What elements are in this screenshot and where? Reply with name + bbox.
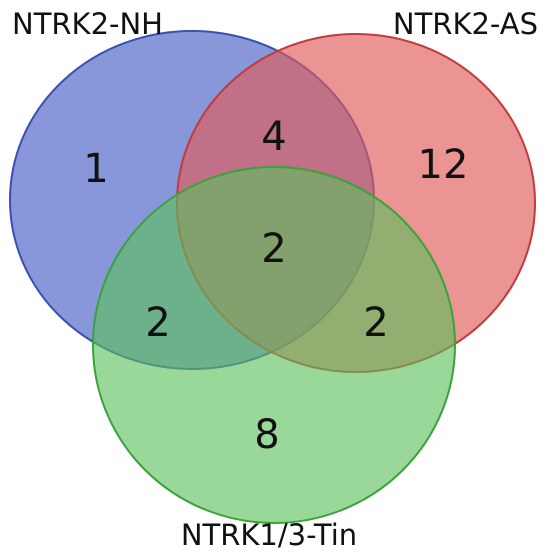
label-ntrk2-as: NTRK2-AS <box>393 7 538 41</box>
count-nh-only: 1 <box>83 146 108 192</box>
count-as-only: 12 <box>418 142 469 188</box>
count-as-tin: 2 <box>363 300 388 346</box>
count-all: 2 <box>261 226 286 272</box>
count-nh-as: 4 <box>261 114 286 160</box>
label-ntrk1-3-tin: NTRK1/3-Tin <box>181 518 357 552</box>
count-tin-only: 8 <box>254 412 279 458</box>
circle-ntrk1-3-tin <box>92 166 456 524</box>
count-nh-tin: 2 <box>145 300 170 346</box>
label-ntrk2-nh: NTRK2-NH <box>12 7 163 41</box>
